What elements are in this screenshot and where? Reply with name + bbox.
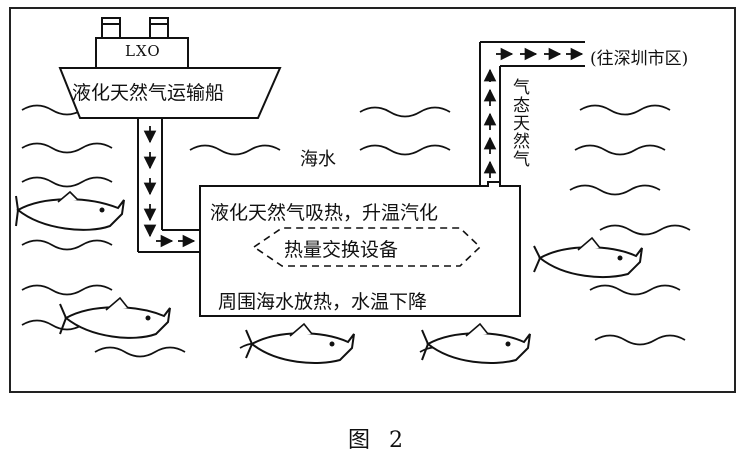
exchanger-top-text: 液化天然气吸热，升温汽化: [210, 198, 438, 225]
supply-pipe: [138, 118, 200, 252]
exchanger-bottom-text: 周围海水放热，水温下降: [218, 287, 427, 314]
gas-label: 气态天然气: [507, 78, 532, 168]
fish-icon: [422, 324, 530, 363]
gas-pipe: [480, 42, 585, 186]
destination-label: (往深圳市区): [590, 44, 688, 69]
fish-icon: [534, 238, 642, 277]
arrow-icon: [490, 54, 582, 178]
ship-code: LXO: [125, 42, 161, 60]
ship-label: 液化天然气运输船: [72, 78, 224, 105]
sea-label: 海水: [300, 145, 336, 171]
fish-icon: [60, 298, 170, 338]
fish-icon: [246, 324, 354, 363]
arrow-icon: [150, 126, 194, 241]
fish-icon: [16, 192, 124, 230]
exchanger-center-text: 热量交换设备: [284, 235, 398, 262]
figure-caption: 图 2: [348, 422, 409, 454]
